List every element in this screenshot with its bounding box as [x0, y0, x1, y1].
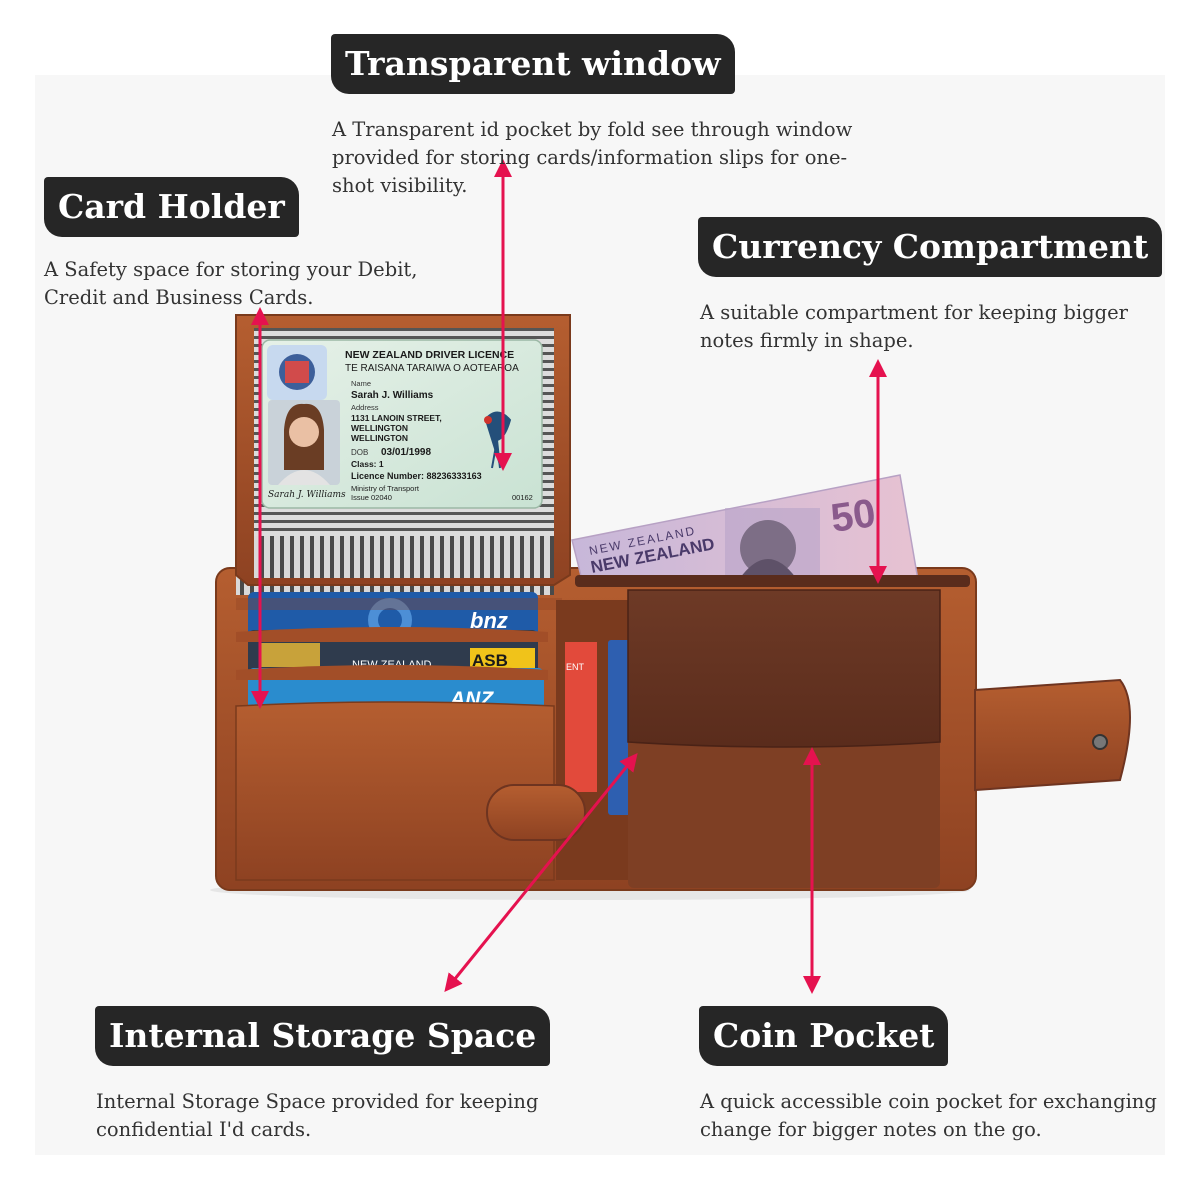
card-holder-title: Card Holder [44, 177, 299, 237]
driver-licence-card [261, 339, 543, 509]
currency-compartment-title: Currency Compartment [698, 217, 1163, 277]
closure-strap [974, 678, 1131, 792]
licence-address-line: WELLINGTON [351, 423, 408, 433]
licence-signature: Sarah J. Williams [268, 490, 346, 500]
licence-address-line: 1131 LANOIN STREET, [351, 413, 442, 423]
licence-code: 00162 [512, 493, 533, 502]
internal-storage-arrow [444, 753, 638, 992]
coin-pocket-flap [627, 589, 941, 748]
licence-dob-label: DOB [351, 448, 368, 457]
transparent-window-description: A Transparent id pocket by fold see thro… [332, 116, 892, 200]
description-line: A suitable compartment for keeping bigge… [700, 301, 1128, 324]
licence-address-label: Address [351, 403, 379, 412]
banknote-50 [571, 474, 919, 581]
description-line: notes firmly in shape. [700, 329, 914, 352]
currency-compartment-description: A suitable compartment for keeping bigge… [700, 299, 1170, 355]
description-line: A quick accessible coin pocket for excha… [700, 1090, 1157, 1113]
description-line: A Safety space for storing your Debit, [44, 258, 418, 281]
description-line: Internal Storage Space provided for keep… [96, 1090, 539, 1113]
description-line: provided for storing cards/information s… [332, 146, 848, 169]
coin-pocket-description: A quick accessible coin pocket for excha… [700, 1088, 1180, 1144]
licence-heading: NEW ZEALAND DRIVER LICENCE [345, 349, 514, 361]
card-holder-description: A Safety space for storing your Debit, C… [44, 256, 464, 312]
asb-card-label: ASB [472, 651, 508, 670]
internal-storage-title: Internal Storage Space [95, 1006, 551, 1066]
transparent-window-title: Transparent window [331, 34, 735, 94]
licence-name: Sarah J. Williams [351, 390, 434, 401]
licence-class: Class: 1 [351, 459, 384, 469]
licence-issue: Issue 02040 [351, 493, 392, 502]
licence-dob: 03/01/1998 [381, 447, 431, 458]
internal-storage-description: Internal Storage Space provided for keep… [96, 1088, 576, 1144]
description-line: Credit and Business Cards. [44, 286, 314, 309]
coin-pocket-title: Coin Pocket [699, 1006, 949, 1066]
description-line: A Transparent id pocket by fold see thro… [332, 118, 853, 141]
licence-subheading: TE RAISANA TARAIWA O AOTEAROA [345, 363, 519, 374]
licence-name-label: Name [351, 379, 371, 388]
snap-button-icon [1092, 734, 1108, 750]
description-line: shot visibility. [332, 174, 468, 197]
inner-card-label: ENT [566, 662, 585, 672]
description-line: confidential I'd cards. [96, 1118, 312, 1141]
licence-ministry: Ministry of Transport [351, 484, 420, 493]
description-line: change for bigger notes on the go. [700, 1118, 1042, 1141]
licence-number: Licence Number: 88236333163 [351, 471, 482, 481]
licence-address-line: WELLINGTON [351, 433, 408, 443]
